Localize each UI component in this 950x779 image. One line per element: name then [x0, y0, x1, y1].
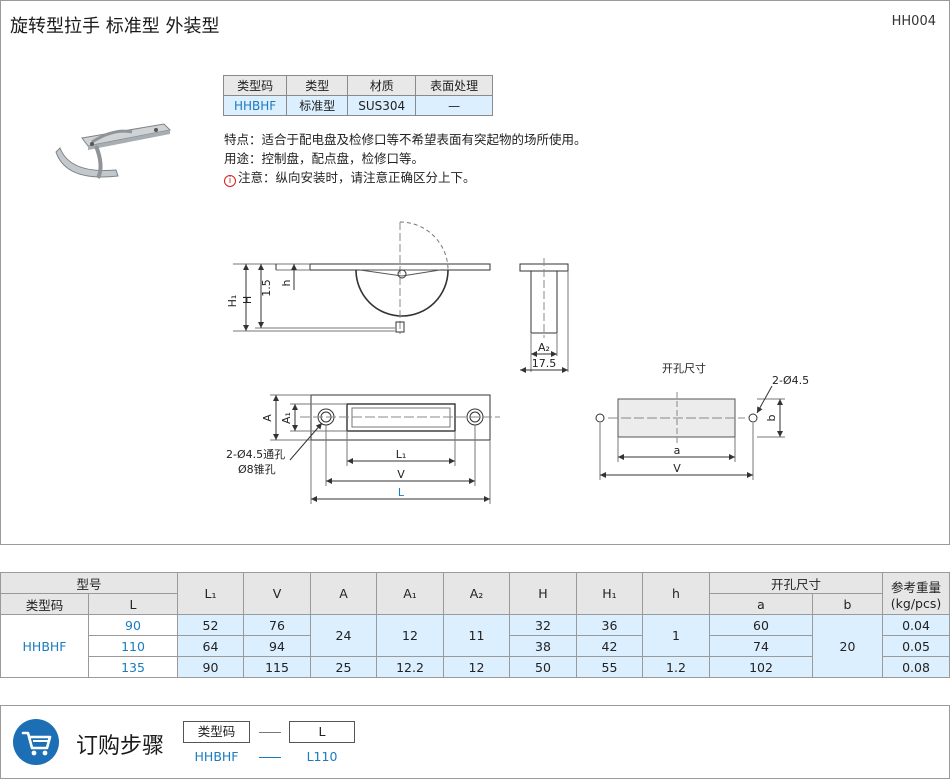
spec-type-code: HHBHF: [0, 614, 89, 678]
attr-header-type-code: 类型码: [222, 75, 288, 96]
note-feature: 特点：适合于配电盘及检修口等不希望表面有突起物的场所使用。: [224, 132, 587, 147]
spec-header-weight-line2: (kg/pcs): [890, 595, 942, 611]
spec-cell-h: 38: [509, 635, 577, 657]
attr-header-surface: 表面处理: [415, 75, 494, 96]
note-caution-text: 注意：纵向安装时，请注意正确区分上下。: [238, 170, 476, 185]
spec-header-weight: 参考重量 (kg/pcs): [882, 572, 950, 615]
spec-header-cutout: 开孔尺寸: [708, 572, 884, 594]
spec-cell-h1: 55: [576, 656, 643, 678]
attr-value-material: SUS304: [347, 95, 417, 116]
spec-cell-weight: 0.05: [882, 635, 950, 657]
table-row: 110 64 94 38 42 74 0.05: [1, 635, 950, 657]
dim-label-l: L: [398, 486, 405, 499]
spec-header-h-small: h: [642, 572, 710, 615]
spec-header-l1: L₁: [177, 572, 244, 615]
page-title: 旋转型拉手 标准型 外装型: [10, 16, 220, 37]
spec-cell-a1: 12.2: [376, 656, 444, 678]
spec-header-h: H: [509, 572, 577, 615]
spec-cell-a: 25: [310, 656, 377, 678]
spec-header-a2: A₂: [443, 572, 510, 615]
attribute-table: 类型码 类型 材质 表面处理 HHBHF 标准型 SUS304 —: [222, 75, 494, 116]
spec-header-cutout-a: a: [709, 593, 813, 615]
spec-header-cutout-b: b: [811, 593, 884, 615]
attr-value-surface: —: [415, 95, 494, 116]
spec-header-a: A: [310, 572, 377, 615]
hole-callout-countersink: Ø8锥孔: [238, 463, 276, 476]
spec-header-l: L: [88, 593, 178, 615]
spec-header-h1: H₁: [576, 572, 643, 615]
dim-label-a1: A₁: [280, 412, 293, 424]
spec-header-model: 型号: [0, 572, 178, 594]
dim-label-l1: L₁: [396, 448, 407, 461]
dim-label-17-5: 17.5: [532, 357, 557, 370]
spec-cell-weight: 0.04: [882, 614, 950, 636]
order-title: 订购步骤: [76, 734, 165, 759]
attr-header-type: 类型: [286, 75, 349, 96]
attr-header-material: 材质: [347, 75, 417, 96]
dim-label-a: A: [261, 414, 274, 422]
order-value-l: L110: [306, 749, 338, 764]
spec-cell-h1: 42: [576, 635, 643, 657]
order-steps: 订购步骤 类型码 L HHBHF L110: [0, 705, 950, 779]
table-row: HHBHF 90 52 76 24 12 11 32 36 1 60 20 0.…: [0, 614, 950, 678]
spec-cell-a-merged: 24: [310, 614, 377, 657]
cutout-label-a: a: [674, 444, 681, 457]
spec-cell-h-small: 1.2: [642, 656, 710, 678]
dim-label-h: h: [280, 279, 293, 286]
spec-cell-v: 94: [243, 635, 311, 657]
attr-value-type-code: HHBHF: [222, 95, 288, 116]
product-code: HH004: [891, 14, 936, 29]
dim-label-h1: H₁: [226, 295, 239, 308]
dim-label-h-total: H: [241, 296, 254, 304]
spec-cell-v: 76: [243, 614, 311, 636]
spec-cell-h: 32: [509, 614, 577, 636]
attr-value-type: 标准型: [286, 95, 349, 116]
spec-header-weight-line1: 参考重量: [891, 579, 942, 595]
spec-table: 型号 L₁ V A A₁ A₂ H H₁ h 开孔尺寸 参考重量 (kg/pcs…: [0, 572, 950, 678]
order-value-type-code: HHBHF: [194, 749, 239, 764]
spec-cell-l1: 64: [177, 635, 244, 657]
cutout-label-b: b: [765, 414, 778, 421]
product-photo: [55, 123, 172, 179]
shopping-cart-icon: [13, 719, 59, 765]
order-box-l: L: [289, 721, 355, 743]
dim-label-1-5: 1.5: [260, 279, 273, 297]
spec-cell-h-small-merged: 1: [642, 614, 710, 657]
spec-cell-h1: 36: [576, 614, 643, 636]
spec-cell-l: 90: [88, 614, 178, 636]
table-row: 135 90 115 25 12.2 12 50 55 1.2 102 0.08: [1, 656, 950, 678]
cutout-title: 开孔尺寸: [662, 361, 706, 375]
spec-header-a1: A₁: [376, 572, 444, 615]
dim-label-a2: A₂: [538, 341, 550, 354]
technical-drawing: H₁ H 1.5 h A₂ 17.5 A A₁ L₁ V L 2-Ø4.5通孔 …: [226, 221, 809, 504]
spec-cell-l1: 52: [177, 614, 244, 636]
spec-cell-a1-merged: 12: [376, 614, 444, 657]
spec-cell-cutout-b-merged: 20: [811, 614, 884, 678]
order-box-type-code: 类型码: [183, 721, 250, 743]
spec-cell-a2-merged: 11: [443, 614, 510, 657]
spec-cell-cutout-a: 102: [709, 656, 813, 678]
spec-cell-l1: 90: [177, 656, 244, 678]
hole-callout-through: 2-Ø4.5通孔: [226, 448, 285, 461]
spec-cell-v: 115: [243, 656, 311, 678]
order-separator: [259, 732, 281, 733]
order-value-separator: [259, 757, 281, 758]
cutout-hole-label: 2-Ø4.5: [772, 374, 809, 387]
notes: 特点：适合于配电盘及检修口等不希望表面有突起物的场所使用。 用途：控制盘，配点盘…: [224, 130, 587, 187]
spec-cell-h: 50: [509, 656, 577, 678]
spec-cell-l: 110: [88, 635, 178, 657]
spec-cell-weight: 0.08: [882, 656, 950, 678]
spec-cell-cutout-a: 74: [709, 635, 813, 657]
cutout-label-v: V: [673, 462, 681, 475]
spec-header-v: V: [243, 572, 311, 615]
warning-icon: i: [224, 175, 236, 187]
dim-label-v: V: [397, 468, 405, 481]
note-usage: 用途：控制盘，配点盘，检修口等。: [224, 151, 425, 166]
spec-cell-a2: 12: [443, 656, 510, 678]
spec-cell-l: 135: [88, 656, 178, 678]
spec-header-type-code: 类型码: [0, 593, 89, 615]
spec-cell-cutout-a: 60: [709, 614, 813, 636]
